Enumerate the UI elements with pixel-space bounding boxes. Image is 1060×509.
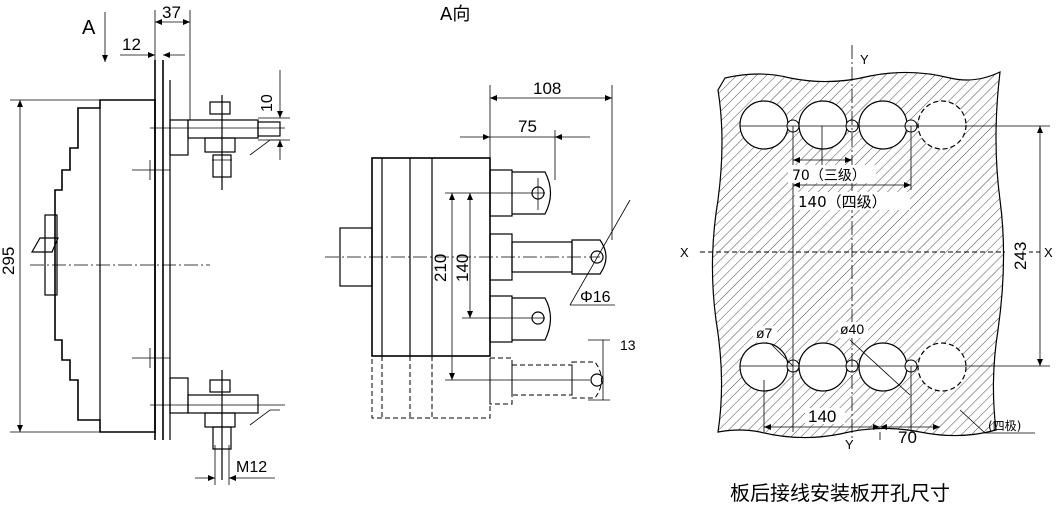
cutout-caption: 板后接线安装板开孔尺寸	[730, 481, 950, 505]
lower-terminal	[150, 370, 285, 480]
axis-x-left: X	[680, 245, 689, 260]
dim-10: 10	[259, 94, 276, 112]
dim-75: 75	[518, 117, 537, 136]
breaker-body-outline	[54, 99, 156, 433]
dim-12: 12	[122, 35, 141, 54]
axis-y-bottom: Y	[845, 437, 854, 452]
dim-13: 13	[620, 337, 636, 353]
label-a: A	[82, 17, 96, 39]
axis-x-right: X	[1044, 245, 1053, 260]
dim-295: 295	[0, 247, 18, 275]
cutout-view: Y Y X X 70（三级） 140（四级） 243 ø7 ø40 140 70	[680, 45, 1053, 505]
handle-lever	[30, 237, 59, 253]
dim-243: 243	[1011, 242, 1030, 270]
dim-140-four-pole: 140（四级）	[798, 193, 887, 211]
dim-108: 108	[533, 79, 561, 98]
a-view: A向 108	[325, 4, 636, 419]
side-view: 37 12 A 295 10 M12	[0, 3, 290, 485]
dim-37: 37	[162, 3, 181, 22]
dim-m12: M12	[236, 459, 267, 476]
dim-210: 210	[431, 254, 450, 282]
dim-140-bottom: 140	[808, 407, 836, 426]
dim-140: 140	[453, 254, 472, 282]
axis-y-top: Y	[860, 52, 869, 67]
handle	[44, 214, 58, 296]
a-view-title: A向	[440, 4, 470, 25]
dim-phi40: ø40	[840, 321, 864, 337]
dim-70-bottom: 70	[898, 428, 917, 447]
bottom-holes	[739, 342, 967, 392]
top-holes	[739, 100, 967, 150]
dim-phi16: Φ16	[580, 289, 611, 306]
dim-phi7: ø7	[756, 325, 773, 341]
dim-70-three-pole: 70（三级）	[792, 168, 866, 184]
four-pole-note: (四极)	[988, 419, 1021, 433]
